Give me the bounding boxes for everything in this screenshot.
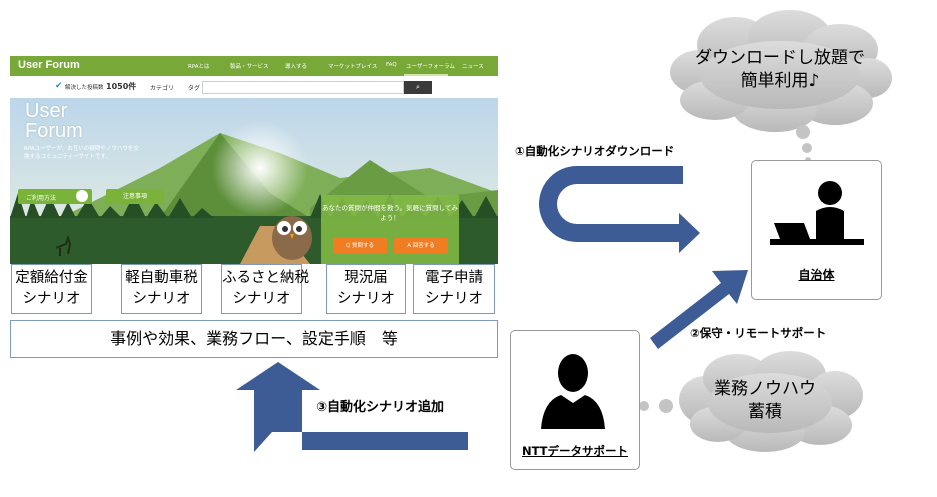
person-silhouette-icon — [511, 331, 639, 441]
cloud-text-line: 蓄積 — [700, 401, 830, 424]
ntt-support-label: NTTデータサポート — [511, 443, 639, 459]
usage-guide-button[interactable]: ご利用方法 — [18, 189, 92, 204]
cloud-dot — [639, 401, 649, 411]
cloud-text-line: 簡単利用♪ — [680, 70, 880, 93]
check-icon: ✔ — [55, 81, 63, 91]
qa-panel: あなたの質問が仲間を救う。気軽に質問してみよう！ Q 質問する A 回答する — [321, 195, 459, 264]
scenario-suffix: シナリオ — [414, 289, 494, 310]
cloud-download-text: ダウンロードし放題で 簡単利用♪ — [680, 47, 880, 93]
nav-item-faq[interactable]: FAQ — [386, 62, 397, 68]
nav-item-news[interactable]: ニュース — [462, 62, 484, 70]
scenario-title: ふるさと納税 — [222, 268, 301, 289]
hero-title: User Forum — [25, 101, 83, 141]
search-button[interactable]: ⌕ — [404, 81, 432, 94]
category-link[interactable]: カテゴリ — [150, 83, 174, 92]
nav-item-user-forum[interactable]: ユーザーフォーラム — [406, 62, 455, 70]
nav-item-products[interactable]: 製品・サービス — [230, 62, 269, 70]
scenario-suffix: シナリオ — [12, 289, 91, 310]
site-logo[interactable]: User Forum — [18, 59, 80, 71]
user-forum-screenshot: User Forum RPAとは 製品・サービス 導入する マーケットプレイス … — [10, 56, 498, 264]
hand-icon — [76, 190, 88, 202]
municipality-label: 自治体 — [752, 266, 881, 283]
scenario-suffix: シナリオ — [122, 289, 201, 310]
resolved-label: 解決した投稿数 — [65, 83, 104, 91]
add-scenario-label: ③自動化シナリオ追加 — [316, 396, 444, 415]
resolved-count: 1050件 — [106, 81, 136, 92]
scenario-suffix: シナリオ — [327, 289, 405, 310]
search-input[interactable] — [202, 81, 404, 94]
scenario-box: 電子申請 シナリオ — [413, 264, 495, 314]
cloud-knowhow-text: 業務ノウハウ 蓄積 — [700, 378, 830, 424]
tag-link[interactable]: タグ — [188, 83, 200, 92]
scenario-box: ふるさと納税 シナリオ — [221, 264, 302, 314]
person-at-desk-icon — [752, 161, 881, 261]
ntt-support-box: NTTデータサポート — [510, 330, 640, 470]
hero-banner: User Forum RPAユーザーが、お互いの疑問やノウハウを交換するコミュニ… — [10, 98, 498, 264]
scenario-title: 定額給付金 — [12, 268, 91, 289]
support-label: ②保守・リモートサポート — [690, 325, 826, 341]
ask-question-button[interactable]: Q 質問する — [333, 238, 387, 254]
search-icon: ⌕ — [416, 84, 420, 91]
scenario-title: 電子申請 — [414, 268, 494, 289]
scenario-suffix: シナリオ — [222, 289, 301, 310]
download-arrow — [539, 166, 700, 253]
cloud-dot — [802, 143, 812, 153]
answer-button[interactable]: A 回答する — [394, 238, 448, 254]
notes-button[interactable]: 注意事項 — [106, 189, 164, 204]
site-nav-bar: User Forum RPAとは 製品・サービス 導入する マーケットプレイス … — [10, 56, 498, 76]
scenario-box: 現況届 シナリオ — [326, 264, 406, 314]
cloud-text-line: 業務ノウハウ — [700, 378, 830, 401]
cloud-dot — [659, 399, 673, 413]
examples-box: 事例や効果、業務フロー、設定手順 等 — [10, 320, 498, 358]
municipality-box: 自治体 — [751, 160, 882, 300]
scenario-box: 定額給付金 シナリオ — [11, 264, 92, 314]
scenario-title: 軽自動車税 — [122, 268, 201, 289]
site-search-bar: ✔ 解決した投稿数 1050件 カテゴリ タグ ⌕ — [10, 76, 498, 99]
nav-item-introduce[interactable]: 導入する — [285, 62, 307, 70]
scenario-title: 現況届 — [327, 268, 405, 289]
cloud-dot — [796, 125, 810, 139]
cloud-text-line: ダウンロードし放題で — [680, 47, 880, 70]
nav-item-marketplace[interactable]: マーケットプレイス — [328, 62, 377, 70]
qa-message: あなたの質問が仲間を救う。気軽に質問してみよう！ — [321, 203, 459, 223]
usage-guide-label: ご利用方法 — [26, 193, 56, 202]
nav-item-rpa[interactable]: RPAとは — [188, 62, 210, 70]
download-label: ①自動化シナリオダウンロード — [515, 143, 674, 159]
scenario-box: 軽自動車税 シナリオ — [121, 264, 202, 314]
hero-subtitle: RPAユーザーが、お互いの疑問やノウハウを交換するコミュニティーサイトです。 — [24, 145, 144, 161]
